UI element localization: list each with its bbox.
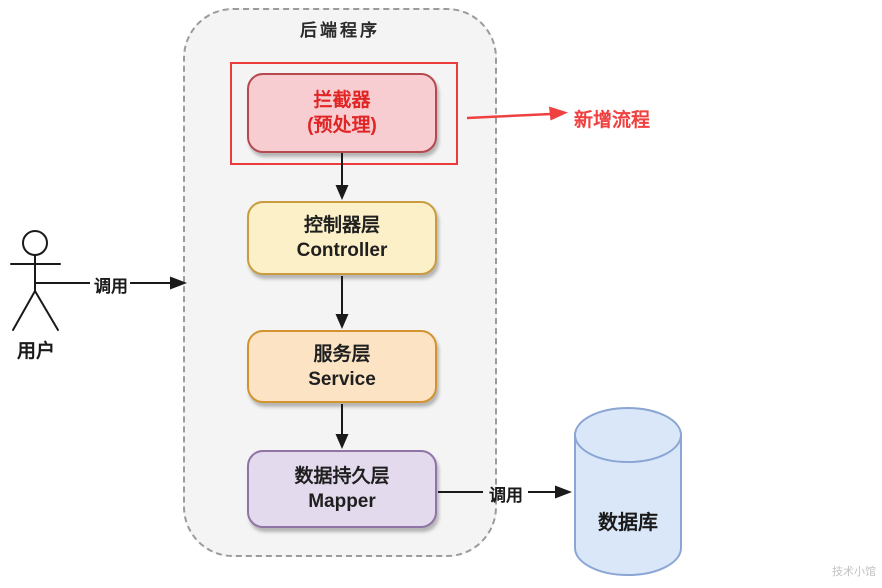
backend-title: 后端程序 xyxy=(300,21,380,40)
watermark-text: 技术小馆 xyxy=(832,566,876,578)
service-label-line1: 服务层 xyxy=(313,343,371,365)
layer-box-controller: 控制器层 Controller xyxy=(247,201,437,275)
mapper-label-line2: Mapper xyxy=(308,491,376,512)
user-actor-icon xyxy=(10,230,61,331)
new-flow-label: 新增流程 xyxy=(574,110,651,131)
interceptor-label-line2: (预处理) xyxy=(307,115,377,136)
user-label: 用户 xyxy=(16,341,55,362)
interceptor-label-line1: 拦截器 xyxy=(313,90,371,111)
controller-label-line1: 控制器层 xyxy=(303,215,380,236)
db-call-label: 调用 xyxy=(489,486,523,505)
database-label: 数据库 xyxy=(598,512,658,534)
database-cylinder-icon xyxy=(574,407,682,576)
user-call-label: 调用 xyxy=(94,277,128,296)
layer-box-interceptor: 拦截器 (预处理) xyxy=(247,73,437,153)
mapper-label-line1: 数据持久层 xyxy=(294,466,390,487)
layer-box-mapper: 数据持久层 Mapper xyxy=(247,450,437,528)
controller-label-line2: Controller xyxy=(296,240,388,261)
service-label-line2: Service xyxy=(308,368,376,390)
interceptor-highlight-rect xyxy=(230,62,458,165)
layer-box-service: 服务层 Service xyxy=(247,330,437,403)
